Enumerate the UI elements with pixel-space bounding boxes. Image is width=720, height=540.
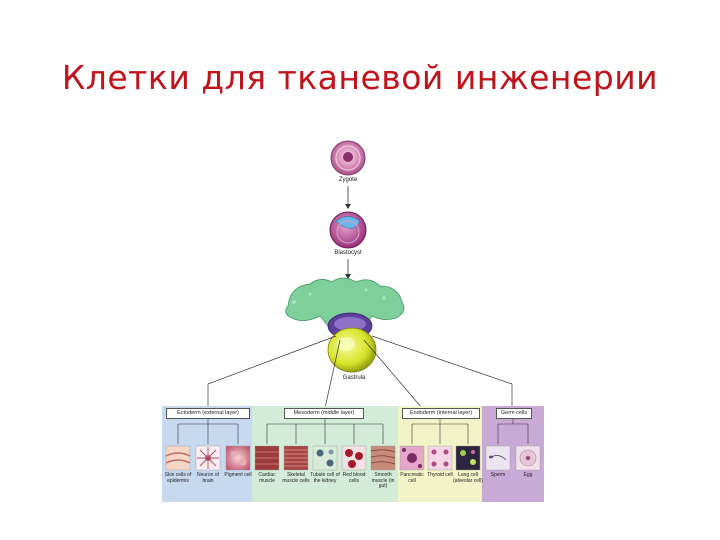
blastocyst-label: Blastocyst	[334, 250, 362, 256]
tubule-cell-label: Tubule cell of the kidney	[310, 472, 340, 484]
red-blood-cells-label: Red blood cells	[342, 472, 366, 484]
slide-title: Клетки для тканевой инженерии	[61, 58, 659, 97]
blastocyst-cell	[329, 211, 367, 249]
ectoderm-header: Ectoderm (external layer)	[166, 408, 250, 419]
sperm-label: Sperm	[490, 472, 506, 478]
gastrula-structure	[285, 277, 405, 373]
zygote-label: Zygote	[338, 177, 358, 183]
cell-differentiation-diagram: Zygote Blastocyst Gastrula Ectoderm (ext…	[160, 126, 546, 504]
bracket-lines	[177, 418, 529, 444]
neuron-label: Neuron of brain	[197, 472, 219, 484]
gastrula-label: Gastrula	[342, 375, 366, 381]
pancreatic-cell-label: Pancreatic cell	[400, 472, 424, 484]
zygote-cell	[330, 140, 366, 176]
endoderm-header: Endoderm (internal layer)	[402, 408, 480, 419]
mesoderm-header: Mesoderm (middle layer)	[284, 408, 364, 419]
thyroid-cell-label: Thyroid cell	[427, 472, 453, 478]
skeletal-muscle-label: Skeletal muscle cells	[282, 472, 310, 484]
pigment-cell-label: Pigment cell	[224, 472, 252, 478]
lung-cell-label: Lung cell (alveolar cell)	[453, 472, 483, 484]
egg-label: Egg	[523, 472, 533, 478]
skin-cell-label: Skin cells of epidermis	[164, 472, 192, 484]
cell-images	[165, 445, 541, 471]
cardiac-muscle-label: Cardiac muscle	[258, 472, 276, 484]
germ-cells-header: Germ cells	[496, 408, 532, 419]
connector-lines	[207, 335, 513, 409]
diagram-graphics	[162, 140, 544, 502]
smooth-muscle-label: Smooth muscle (in gut)	[371, 472, 395, 490]
